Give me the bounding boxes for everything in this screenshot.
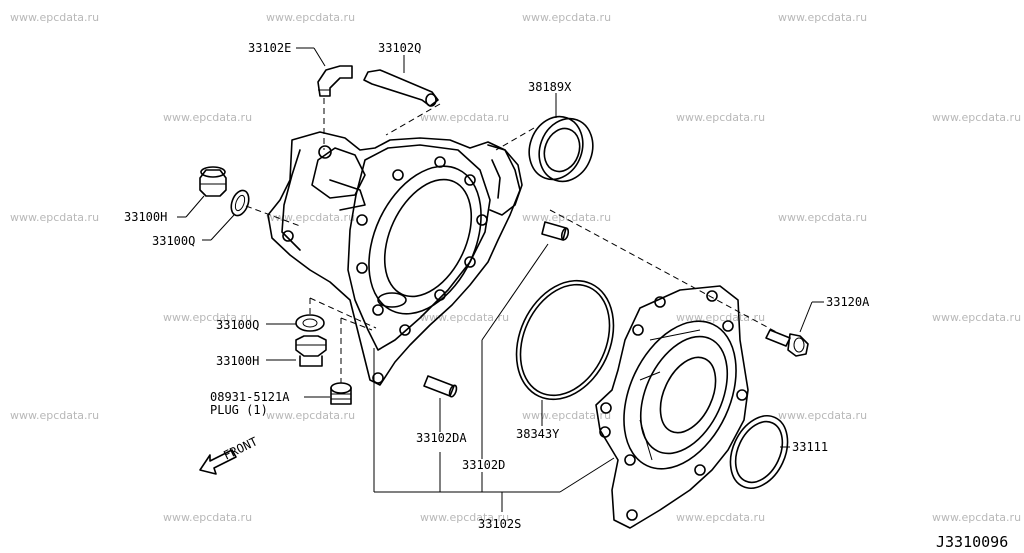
watermark: www.epcdata.ru [266, 211, 355, 224]
rear-cover-housing [595, 285, 749, 529]
watermark: www.epcdata.ru [676, 511, 765, 524]
oil-seal-38189x [528, 115, 594, 183]
o-ring-38343y [515, 279, 615, 401]
alignment-lines [245, 98, 781, 383]
label-33102da: 33102DA [416, 431, 467, 445]
label-38343y: 38343Y [516, 427, 560, 441]
watermark: www.epcdata.ru [932, 311, 1021, 324]
diagram-code: J3310096 [936, 533, 1008, 551]
watermark: www.epcdata.ru [676, 111, 765, 124]
bolt-33120a [765, 329, 809, 357]
snap-ring-33111 [729, 415, 789, 489]
label-33102e: 33102E [248, 41, 291, 55]
watermark: www.epcdata.ru [163, 111, 252, 124]
label-33100q-top: 33100Q [152, 234, 195, 248]
label-33100h-mid: 33100H [216, 354, 259, 368]
watermark: www.epcdata.ru [420, 511, 509, 524]
transfer-case-body [267, 131, 523, 386]
leader-lines [177, 47, 824, 512]
watermark: www.epcdata.ru [163, 311, 252, 324]
watermark: www.epcdata.ru [10, 11, 99, 24]
label-plug: PLUG (1) [210, 403, 268, 417]
label-33100h-top: 33100H [124, 210, 167, 224]
watermark: www.epcdata.ru [266, 11, 355, 24]
watermark: www.epcdata.ru [778, 211, 867, 224]
watermark: www.epcdata.ru [10, 409, 99, 422]
label-33100q-mid: 33100Q [216, 318, 259, 332]
watermark: www.epcdata.ru [266, 409, 355, 422]
drain-plug-33100h-top [199, 166, 227, 197]
watermark: www.epcdata.ru [778, 409, 867, 422]
dowel-pin-33102da [423, 375, 458, 398]
label-33102q: 33102Q [378, 41, 421, 55]
watermark: www.epcdata.ru [932, 111, 1021, 124]
plug-08931-5121a [330, 382, 352, 405]
label-33111: 33111 [792, 440, 828, 454]
label-33102d: 33102D [462, 458, 505, 472]
breather-hose-33102q [363, 69, 439, 107]
watermark: www.epcdata.ru [10, 211, 99, 224]
part-labels: 33102E 33102Q 38189X 33100H 33100Q 33120… [124, 41, 870, 531]
dowel-pin-33102d [541, 221, 570, 241]
watermark: www.epcdata.ru [932, 511, 1021, 524]
label-08931-5121a: 08931-5121A [210, 390, 290, 404]
label-33102s: 33102S [478, 517, 521, 531]
washer-33100q-top [230, 189, 250, 217]
watermark: www.epcdata.ru [778, 11, 867, 24]
front-label: FRONT [221, 434, 260, 462]
drain-plug-33100h-mid [295, 335, 327, 367]
watermark: www.epcdata.ru [522, 211, 611, 224]
label-38189x: 38189X [528, 80, 572, 94]
watermark: www.epcdata.ru [522, 11, 611, 24]
watermark: www.epcdata.ru [163, 511, 252, 524]
label-33120a: 33120A [826, 295, 870, 309]
watermark: www.epcdata.ru [420, 111, 509, 124]
washer-33100q-mid [295, 314, 325, 332]
front-direction-arrow: FRONT [199, 434, 260, 475]
watermark-layer: www.epcdata.ru www.epcdata.ru www.epcdat… [10, 11, 1021, 524]
breather-fitting-33102e [317, 65, 353, 97]
watermark: www.epcdata.ru [522, 409, 611, 422]
